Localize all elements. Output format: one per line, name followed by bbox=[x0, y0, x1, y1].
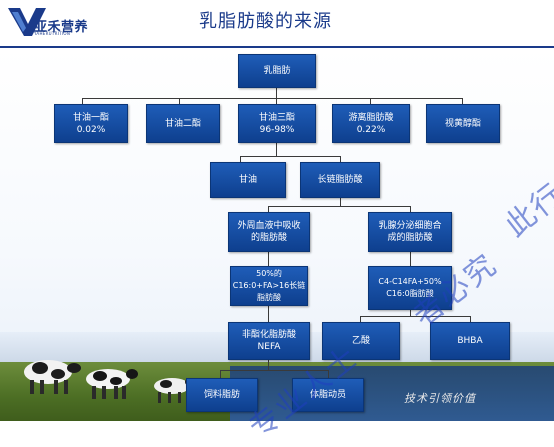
node-glycerol: 甘油 bbox=[210, 162, 286, 198]
connector-line bbox=[340, 156, 341, 162]
node-label: 脂肪酸 bbox=[257, 293, 281, 302]
node-label: 的脂肪酸 bbox=[250, 233, 287, 243]
connector-line bbox=[340, 198, 341, 206]
connector-line bbox=[268, 206, 269, 212]
connector-line bbox=[240, 156, 241, 162]
node-free-fatty-acid: 游离脂肪酸 0.22% bbox=[332, 104, 410, 143]
node-body-fat-mobilization: 体脂动员 bbox=[292, 378, 364, 412]
node-bhba: BHBA bbox=[430, 322, 510, 360]
node-label: 长链脂肪酸 bbox=[317, 175, 363, 185]
connector-line bbox=[240, 156, 340, 157]
connector-line bbox=[82, 98, 83, 104]
node-label: 50%的 bbox=[256, 269, 282, 278]
connector-line bbox=[276, 98, 277, 104]
connector-line bbox=[410, 252, 411, 266]
node-value: 0.22% bbox=[356, 124, 386, 135]
node-label: 游离脂肪酸 bbox=[348, 112, 394, 123]
node-label: BHBA bbox=[457, 336, 483, 346]
node-label: C16:0脂肪酸 bbox=[386, 289, 434, 298]
node-value: 0.02% bbox=[76, 124, 106, 135]
connector-line bbox=[328, 370, 329, 378]
node-diglyceride: 甘油二酯 bbox=[146, 104, 220, 143]
node-acetate: 乙酸 bbox=[322, 322, 400, 360]
connector-line bbox=[462, 98, 463, 104]
node-label: 体脂动员 bbox=[309, 390, 346, 400]
connector-line bbox=[360, 316, 361, 322]
connector-line bbox=[179, 98, 180, 104]
cow-icon bbox=[24, 360, 81, 394]
connector-line bbox=[268, 206, 410, 207]
node-label: 乳腺分泌细胞合 bbox=[378, 221, 442, 231]
connector-line bbox=[268, 360, 269, 370]
node-milk-fat: 乳脂肪 bbox=[238, 54, 316, 88]
node-label: 甘油二酯 bbox=[164, 118, 201, 129]
connector-line bbox=[268, 306, 269, 322]
connector-line bbox=[82, 98, 462, 99]
node-label: 非酯化脂肪酸 bbox=[241, 330, 296, 340]
connector-line bbox=[360, 316, 470, 317]
connector-line bbox=[470, 316, 471, 322]
node-label: 成的脂肪酸 bbox=[387, 233, 433, 243]
node-label: C16:0+FA>16长链 bbox=[232, 281, 306, 290]
node-blood-absorbed-fatty-acid: 外周血液中吸收 的脂肪酸 bbox=[228, 212, 310, 252]
connector-line bbox=[220, 370, 221, 378]
node-c16-long-chain: 50%的 C16:0+FA>16长链 脂肪酸 bbox=[230, 266, 308, 306]
connector-line bbox=[410, 310, 411, 316]
logo-text: 亚禾营养 bbox=[34, 20, 89, 35]
node-label: 乙酸 bbox=[351, 336, 370, 346]
node-label: 甘油三酯 bbox=[258, 112, 295, 123]
node-retinol-ester: 视黄醇酯 bbox=[426, 104, 500, 143]
node-label: 甘油 bbox=[238, 175, 257, 185]
header: 亚禾营养 YAHERUTRITION 乳脂肪酸的来源 bbox=[0, 0, 554, 46]
node-value: 96-98% bbox=[259, 124, 295, 135]
connector-line bbox=[268, 252, 269, 266]
logo-icon bbox=[8, 8, 46, 36]
cow-icon bbox=[86, 369, 138, 399]
node-label: C4-C14FA+50% bbox=[378, 277, 442, 286]
node-feed-fat: 饲料脂肪 bbox=[186, 378, 258, 412]
node-monoglyceride: 甘油一酯 0.02% bbox=[54, 104, 128, 143]
header-divider bbox=[0, 46, 554, 48]
node-label: 乳脂肪 bbox=[263, 66, 291, 76]
node-triglyceride: 甘油三酯 96-98% bbox=[238, 104, 316, 143]
connector-line bbox=[220, 370, 328, 371]
connector-line bbox=[276, 88, 277, 98]
connector-line bbox=[370, 98, 371, 104]
node-label: 甘油一酯 bbox=[72, 112, 109, 123]
connector-line bbox=[276, 143, 277, 156]
node-label: 外周血液中吸收 bbox=[237, 221, 301, 231]
node-c4-c14-fatty-acid: C4-C14FA+50% C16:0脂肪酸 bbox=[368, 266, 452, 310]
page-title: 乳脂肪酸的来源 bbox=[199, 11, 332, 32]
blue-band bbox=[230, 366, 554, 421]
node-mammary-synthesized-fatty-acid: 乳腺分泌细胞合 成的脂肪酸 bbox=[368, 212, 452, 252]
node-nefa: 非酯化脂肪酸 NEFA bbox=[228, 322, 310, 360]
logo-subtext: YAHERUTRITION bbox=[34, 31, 71, 36]
node-label: 饲料脂肪 bbox=[203, 390, 240, 400]
node-label: 视黄醇酯 bbox=[444, 118, 481, 129]
footer-signature: 技术引领价值 bbox=[404, 392, 476, 405]
node-label: NEFA bbox=[257, 342, 281, 352]
node-long-chain-fatty-acid: 长链脂肪酸 bbox=[300, 162, 380, 198]
connector-line bbox=[410, 206, 411, 212]
